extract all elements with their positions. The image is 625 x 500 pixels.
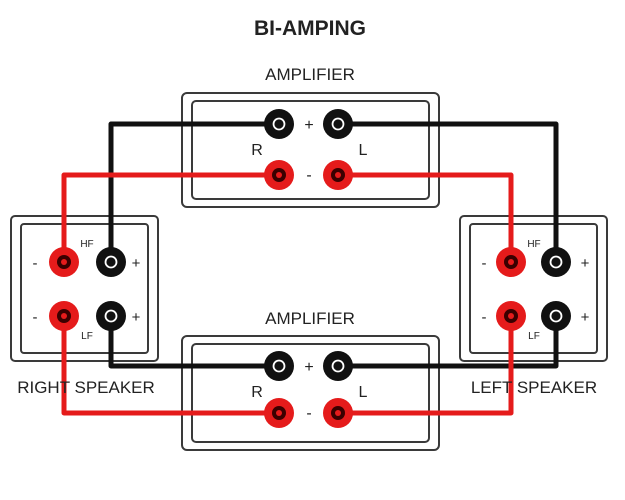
bottom-amp-terminal-r-positive	[264, 351, 294, 381]
right-speaker-inner-frame	[20, 223, 149, 354]
bottom-amp-terminal-l-negative	[323, 398, 353, 428]
wire-bottom-l-negative	[335, 313, 514, 416]
top-amplifier-label: AMPLIFIER	[265, 65, 355, 84]
right-speaker-lf-positive-terminal	[96, 301, 126, 331]
left-speaker-lf-label: LF	[528, 331, 540, 342]
bottom-amplifier-outer-frame	[181, 335, 440, 451]
right-speaker-label: RIGHT SPEAKER	[17, 378, 155, 397]
right-speaker	[10, 215, 159, 362]
wire-top-r-negative	[61, 172, 282, 265]
top-amp-channel-l: L	[359, 142, 368, 159]
bottom-amp-channel-r: R	[251, 384, 263, 401]
left-speaker-inner-frame	[469, 223, 598, 354]
right-speaker-hf-positive-terminal	[96, 247, 126, 277]
top-amp-terminal-l-negative	[323, 160, 353, 190]
bottom-amplifier: AMPLIFIER	[181, 309, 440, 451]
left-speaker-lf-positive-terminal	[541, 301, 571, 331]
top-amp-channel-r: R	[251, 142, 263, 159]
left-speaker-hf-positive-terminal	[541, 247, 571, 277]
bottom-amp-plus-sign: +	[304, 359, 313, 376]
left-speaker-label: LEFT SPEAKER	[471, 378, 597, 397]
bottom-amplifier-label: AMPLIFIER	[265, 309, 355, 328]
left-speaker-lf-negative-terminal	[496, 301, 526, 331]
top-amp-terminal-r-positive	[264, 109, 294, 139]
top-amp-terminal-l-positive	[323, 109, 353, 139]
right-speaker-hf-negative-terminal	[49, 247, 79, 277]
wire-bottom-l-positive	[335, 313, 559, 369]
right-speaker-hf-plus: +	[132, 255, 141, 272]
right-speaker-lf-minus: -	[33, 309, 38, 326]
bottom-amp-terminal-r-negative	[264, 398, 294, 428]
top-amplifier-outer-frame	[181, 92, 440, 208]
right-speaker-outer-frame	[10, 215, 159, 362]
top-amplifier: AMPLIFIER	[181, 65, 440, 208]
right-speaker-lf-label: LF	[81, 331, 93, 342]
wire-top-r-positive	[108, 121, 282, 265]
top-amplifier-inner-frame	[191, 100, 430, 200]
bottom-amp-minus-sign: -	[306, 405, 311, 422]
top-amp-minus-sign: -	[306, 167, 311, 184]
wire-bottom-r-positive	[108, 313, 282, 369]
wire-top-l-positive	[335, 121, 559, 265]
right-speaker-lf-plus: +	[132, 309, 141, 326]
left-speaker-hf-minus: -	[482, 255, 487, 272]
top-amp-terminal-r-negative	[264, 160, 294, 190]
left-speaker-lf-minus: -	[482, 309, 487, 326]
wire-top-l-negative	[335, 172, 514, 265]
bottom-amp-terminal-l-positive	[323, 351, 353, 381]
bottom-amplifier-inner-frame	[191, 343, 430, 443]
left-speaker-hf-plus: +	[581, 255, 590, 272]
wire-bottom-r-negative	[61, 313, 282, 416]
diagram-title: BI-AMPING	[254, 17, 366, 40]
left-speaker-hf-label: HF	[527, 239, 540, 250]
right-speaker-lf-negative-terminal	[49, 301, 79, 331]
left-speaker-hf-negative-terminal	[496, 247, 526, 277]
left-speaker	[459, 215, 608, 362]
right-speaker-hf-label: HF	[80, 239, 93, 250]
left-speaker-lf-plus: +	[581, 309, 590, 326]
top-amp-plus-sign: +	[304, 117, 313, 134]
right-speaker-hf-minus: -	[33, 255, 38, 272]
bottom-amp-channel-l: L	[359, 384, 368, 401]
left-speaker-outer-frame	[459, 215, 608, 362]
